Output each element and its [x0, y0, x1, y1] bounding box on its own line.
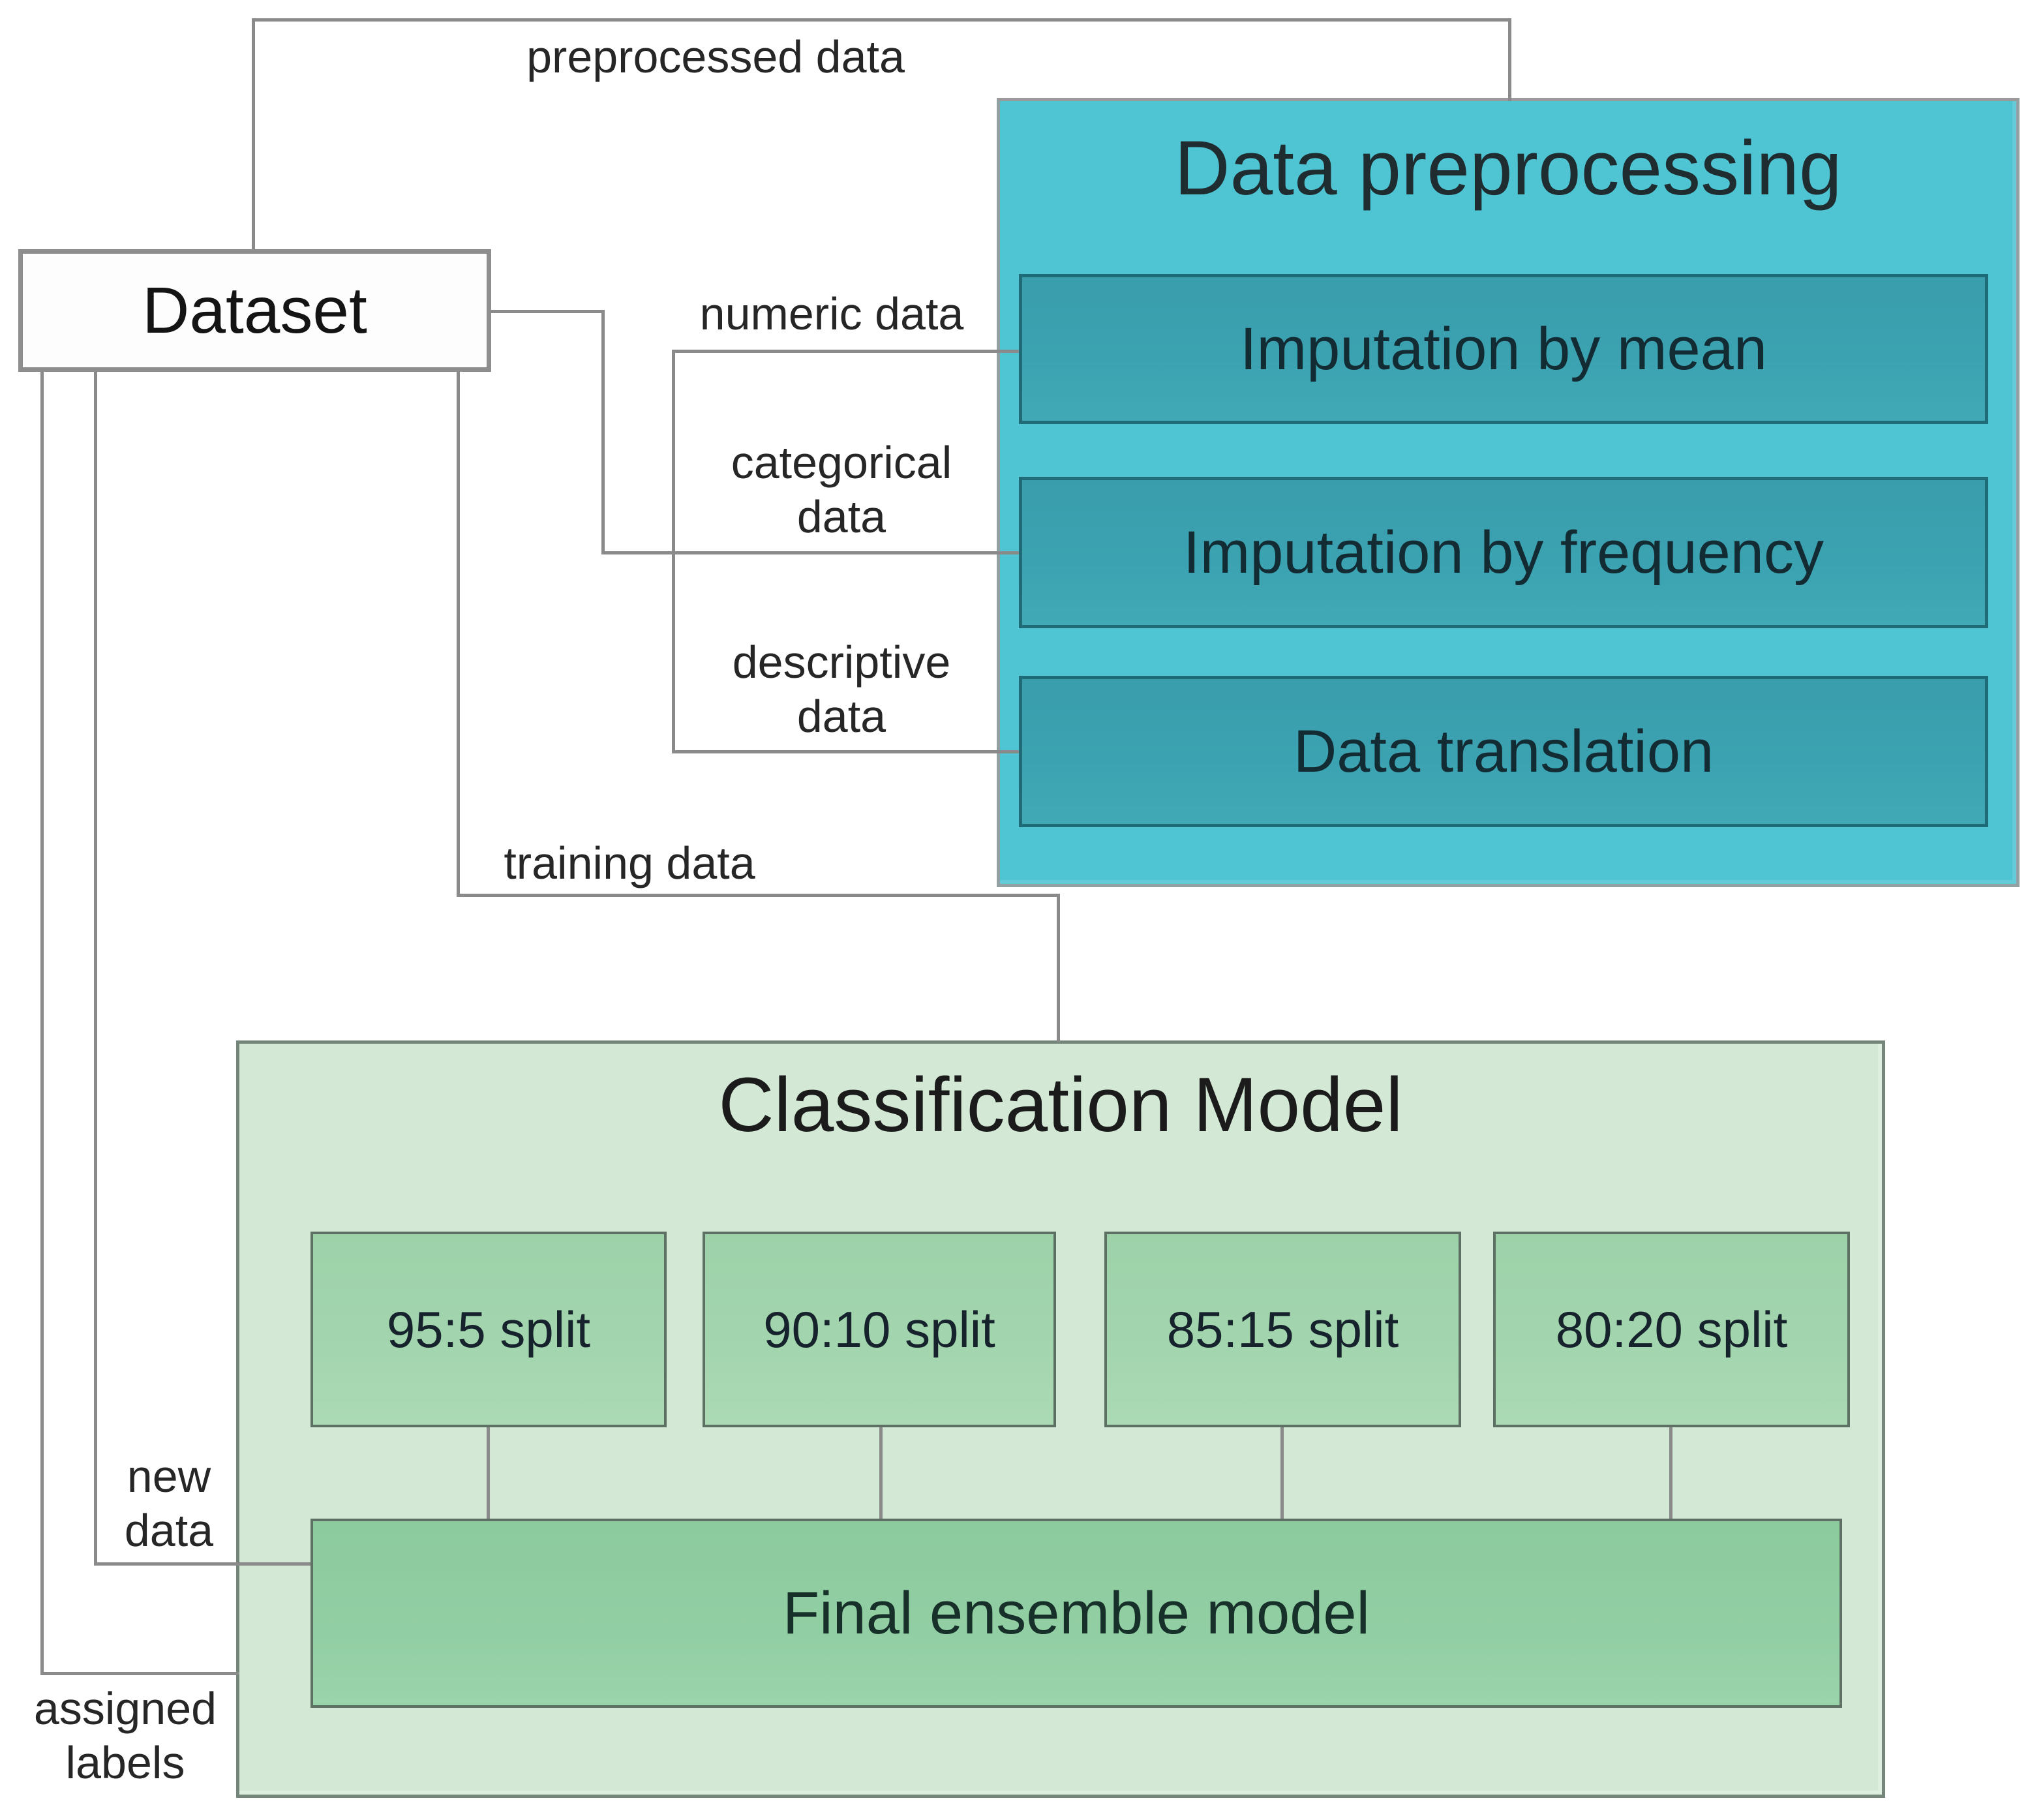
connector-training-vertical-1 [457, 372, 460, 897]
connector-split4-ensemble [1669, 1427, 1672, 1520]
connector-dataset-right-horizontal [491, 310, 605, 313]
imputation-by-mean-node: Imputation by mean [1019, 274, 1988, 424]
data-translation-node: Data translation [1019, 676, 1988, 827]
classification-model-title: Classification Model [718, 1062, 1403, 1148]
connector-assigned-labels-horizontal [40, 1672, 239, 1675]
connector-new-data-vertical [94, 372, 97, 1566]
connector-dataset-top-vertical [252, 18, 255, 250]
edge-label-descriptive-data: descriptive data [732, 637, 951, 742]
connector-numeric-horizontal [672, 350, 1020, 353]
connector-assigned-labels-vertical [40, 372, 44, 1675]
split-80-20-node: 80:20 split [1493, 1232, 1850, 1427]
imputation-by-frequency-node: Imputation by frequency [1019, 477, 1988, 628]
connector-training-horizontal [457, 894, 1060, 897]
connector-categorical-horizontal [601, 551, 1020, 554]
split-90-10-node: 90:10 split [703, 1232, 1056, 1427]
connector-training-vertical-2 [1057, 894, 1060, 1042]
connector-split3-ensemble [1280, 1427, 1284, 1520]
edge-label-categorical-data: categorical data [731, 437, 952, 542]
connector-new-data-horizontal [94, 1562, 313, 1566]
edge-label-numeric-data: numeric data [699, 288, 964, 339]
connector-into-preprocessing-vertical [1508, 18, 1511, 101]
connector-descriptive-horizontal [672, 750, 1020, 753]
connector-top-horizontal [252, 18, 1511, 22]
edge-label-training-data: training data [504, 838, 755, 888]
split-95-5-node: 95:5 split [310, 1232, 667, 1427]
connector-categorical-vertical [601, 310, 605, 554]
dataset-node: Dataset [18, 249, 491, 372]
edge-label-preprocessed-data: preprocessed data [526, 31, 905, 82]
edge-label-new-data: new data [124, 1451, 214, 1556]
connector-split2-ensemble [879, 1427, 883, 1520]
edge-label-assigned-labels: assigned labels [33, 1683, 217, 1788]
final-ensemble-model-node: Final ensemble model [310, 1519, 1842, 1708]
connector-split1-ensemble [487, 1427, 490, 1520]
split-85-15-node: 85:15 split [1104, 1232, 1461, 1427]
data-preprocessing-title: Data preprocessing [1174, 125, 1842, 211]
